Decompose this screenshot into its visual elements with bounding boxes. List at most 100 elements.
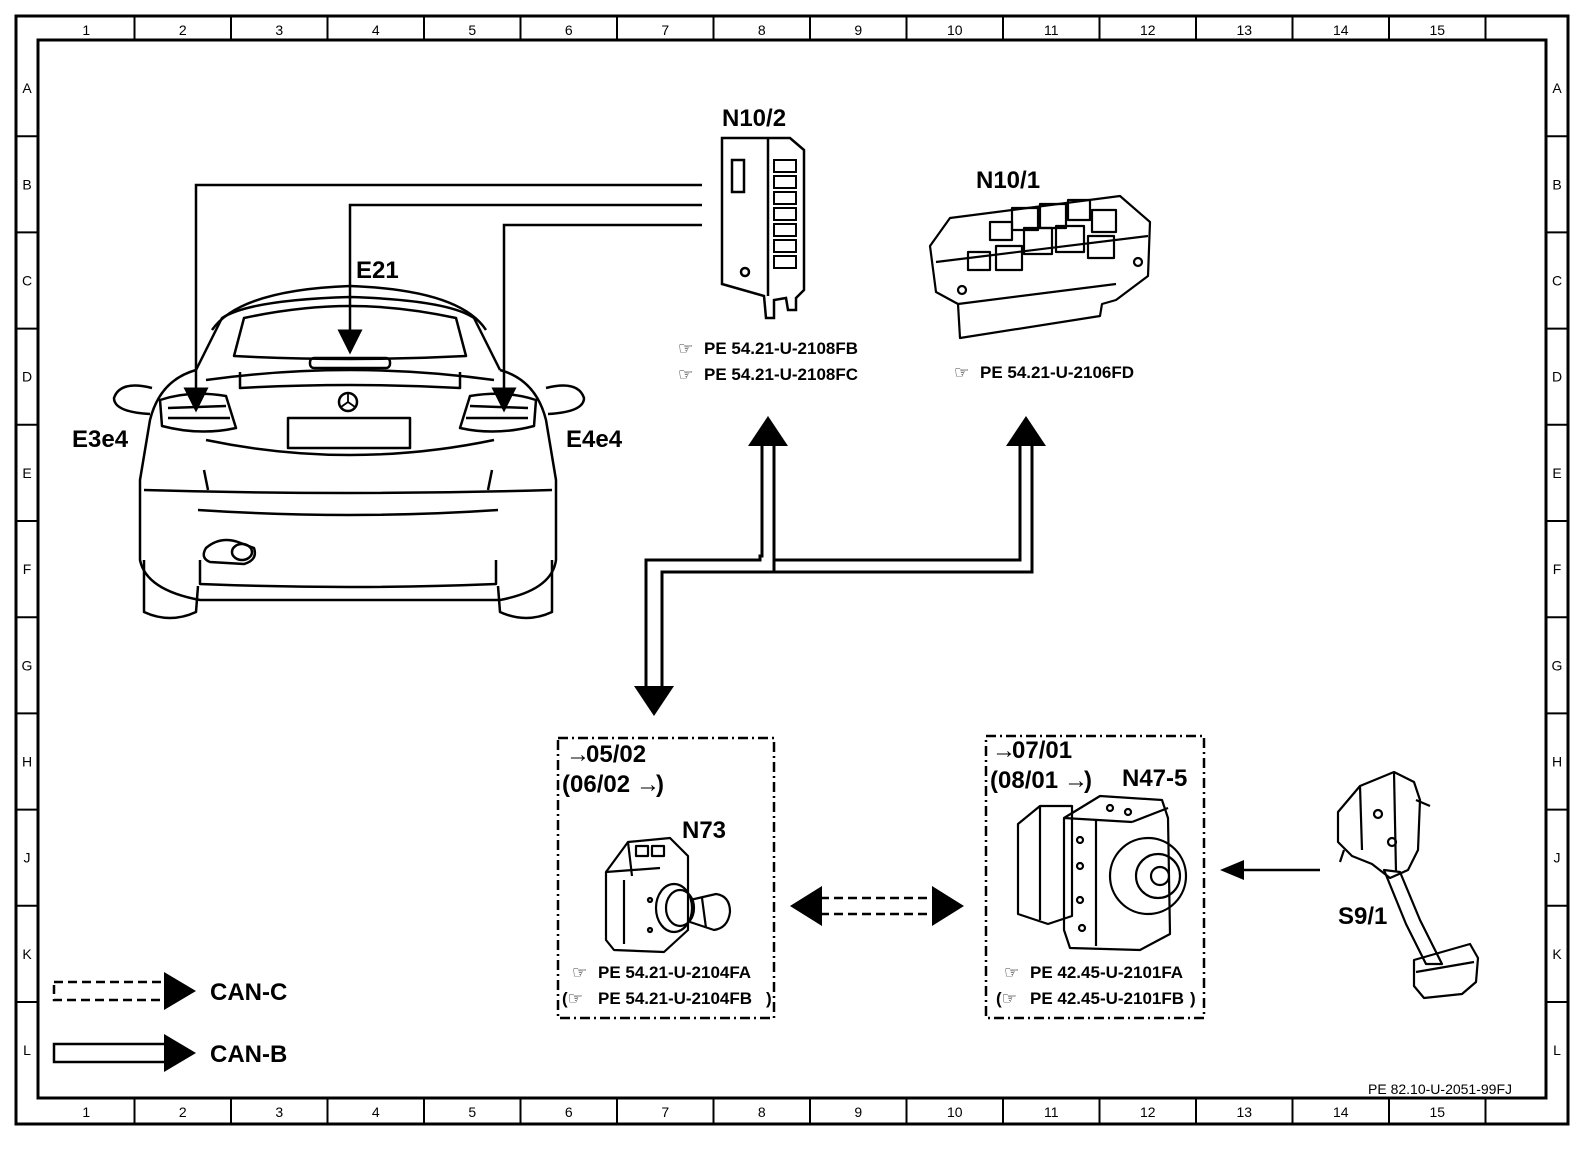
n10-1-ref-1: PE 54.21-U-2106FD [980,363,1134,382]
grid-row-label: L [23,1042,31,1058]
legend-can-b-symbol [52,1034,196,1072]
grid-col-label: 15 [1429,22,1445,38]
grid-col-label: 14 [1333,1104,1349,1120]
grid-row-label: E [1552,465,1561,481]
grid-col-label: 12 [1140,22,1156,38]
grid-row-label: D [1552,369,1562,385]
svg-text:☞: ☞ [1004,963,1019,982]
svg-text:): ) [1190,989,1196,1008]
wire-harness-to-lamps [183,183,702,413]
n47-5-ref-2: PE 42.45-U-2101FB [1030,989,1184,1008]
grid-row-label: C [1552,273,1562,289]
grid-col-label: 10 [947,1104,963,1120]
legend: CAN-C CAN-B [52,972,287,1072]
s9-1-brake-pedal-illustration [1336,770,1480,1000]
n73-ref-2: PE 54.21-U-2104FB [598,989,752,1008]
grid-col-label: 3 [275,22,283,38]
grid-col-label: 2 [179,1104,187,1120]
n47-5-validity-box [984,734,1206,1020]
svg-text:☞: ☞ [678,339,693,358]
grid-col-label: 6 [565,1104,573,1120]
grid-col-label: 5 [468,1104,476,1120]
svg-text:(☞: (☞ [562,989,583,1008]
n47-5-validity-to-suffix: ) [1084,767,1092,794]
n73-validity-to-prefix: (06/02 [562,771,630,798]
n73-doc-refs: ☞ PE 54.21-U-2104FA (☞ PE 54.21-U-2104FB… [562,963,772,1008]
grid-row-label: H [1552,754,1562,770]
drawing-frame [14,14,1570,1126]
grid-col-label: 6 [565,22,573,38]
grid-row-label: B [22,176,31,192]
svg-text:→: → [636,771,660,798]
grid-col-label: 8 [758,1104,766,1120]
grid-row-label: L [1553,1042,1561,1058]
n10-2-ref-2: PE 54.21-U-2108FC [704,365,858,384]
e3e4-label: E3e4 [72,426,129,453]
grid-row-label: F [1553,561,1562,577]
grid-col-label: 1 [82,22,90,38]
n73-validity-box [556,736,776,1020]
grid-col-label: 12 [1140,1104,1156,1120]
n73-ref-1: PE 54.21-U-2104FA [598,963,751,982]
grid-col-label: 1 [82,1104,90,1120]
grid-row-label: K [1552,946,1562,962]
grid-col-label: 15 [1429,1104,1445,1120]
grid-row-label: H [22,754,32,770]
n47-5-label: N47-5 [1122,765,1187,792]
n73-validity: → 05/02 (06/02 → ) [562,741,664,798]
grid-col-label: 11 [1044,1104,1059,1120]
grid-row-label: A [22,80,32,96]
grid-row-label: J [24,850,31,866]
s9-1-label: S9/1 [1338,903,1387,930]
svg-text:→: → [992,737,1016,764]
grid-row-label: D [22,369,32,385]
grid-col-label: 9 [854,1104,862,1120]
grid-col-label: 2 [179,22,187,38]
legend-can-c-symbol [52,972,196,1010]
n73-ignition-switch-illustration [604,836,732,954]
e21-label: E21 [356,257,399,284]
grid-col-label: 7 [661,22,669,38]
legend-can-c-label: CAN-C [210,979,287,1006]
grid-col-label: 13 [1236,22,1252,38]
grid-row-label: G [22,657,33,673]
can-c-link-n73-n47-5 [790,886,964,926]
n47-5-validity: → 07/01 (08/01 → ) [990,737,1092,794]
grid-row-label: C [22,273,32,289]
svg-text:☞: ☞ [678,365,693,384]
svg-text:☞: ☞ [954,363,969,382]
grid-row-labels-left: A B C D E F G H J K L [22,80,33,1058]
grid-col-label: 3 [275,1104,283,1120]
can-b-bus-lines [644,444,1034,686]
grid-row-ticks [16,135,1568,1003]
n10-2-label: N10/2 [722,105,786,132]
grid-row-label: G [1552,657,1563,673]
n10-2-doc-refs: ☞ PE 54.21-U-2108FB ☞ PE 54.21-U-2108FC [678,339,858,384]
n10-1-label: N10/1 [976,167,1040,194]
grid-row-label: E [22,465,31,481]
svg-text:(☞: (☞ [996,989,1017,1008]
grid-row-label: J [1554,850,1561,866]
n47-5-validity-from: 07/01 [1012,737,1072,764]
e4e4-label: E4e4 [566,426,623,453]
grid-col-label: 14 [1333,22,1349,38]
legend-can-b-label: CAN-B [210,1041,287,1068]
n47-5-doc-refs: ☞ PE 42.45-U-2101FA (☞ PE 42.45-U-2101FB… [996,963,1196,1008]
grid-col-label: 4 [372,1104,380,1120]
can-b-arrowheads [634,416,1046,716]
s9-1-to-n47-5-signal [1220,860,1320,880]
grid-col-label: 8 [758,22,766,38]
grid-column-ticks [133,16,1487,1124]
n10-1-module-illustration [928,194,1152,340]
svg-text:→: → [1064,767,1088,794]
grid-col-label: 13 [1236,1104,1252,1120]
grid-row-label: F [23,561,32,577]
grid-row-label: B [1552,176,1561,192]
grid-row-label: K [22,946,32,962]
grid-col-label: 7 [661,1104,669,1120]
